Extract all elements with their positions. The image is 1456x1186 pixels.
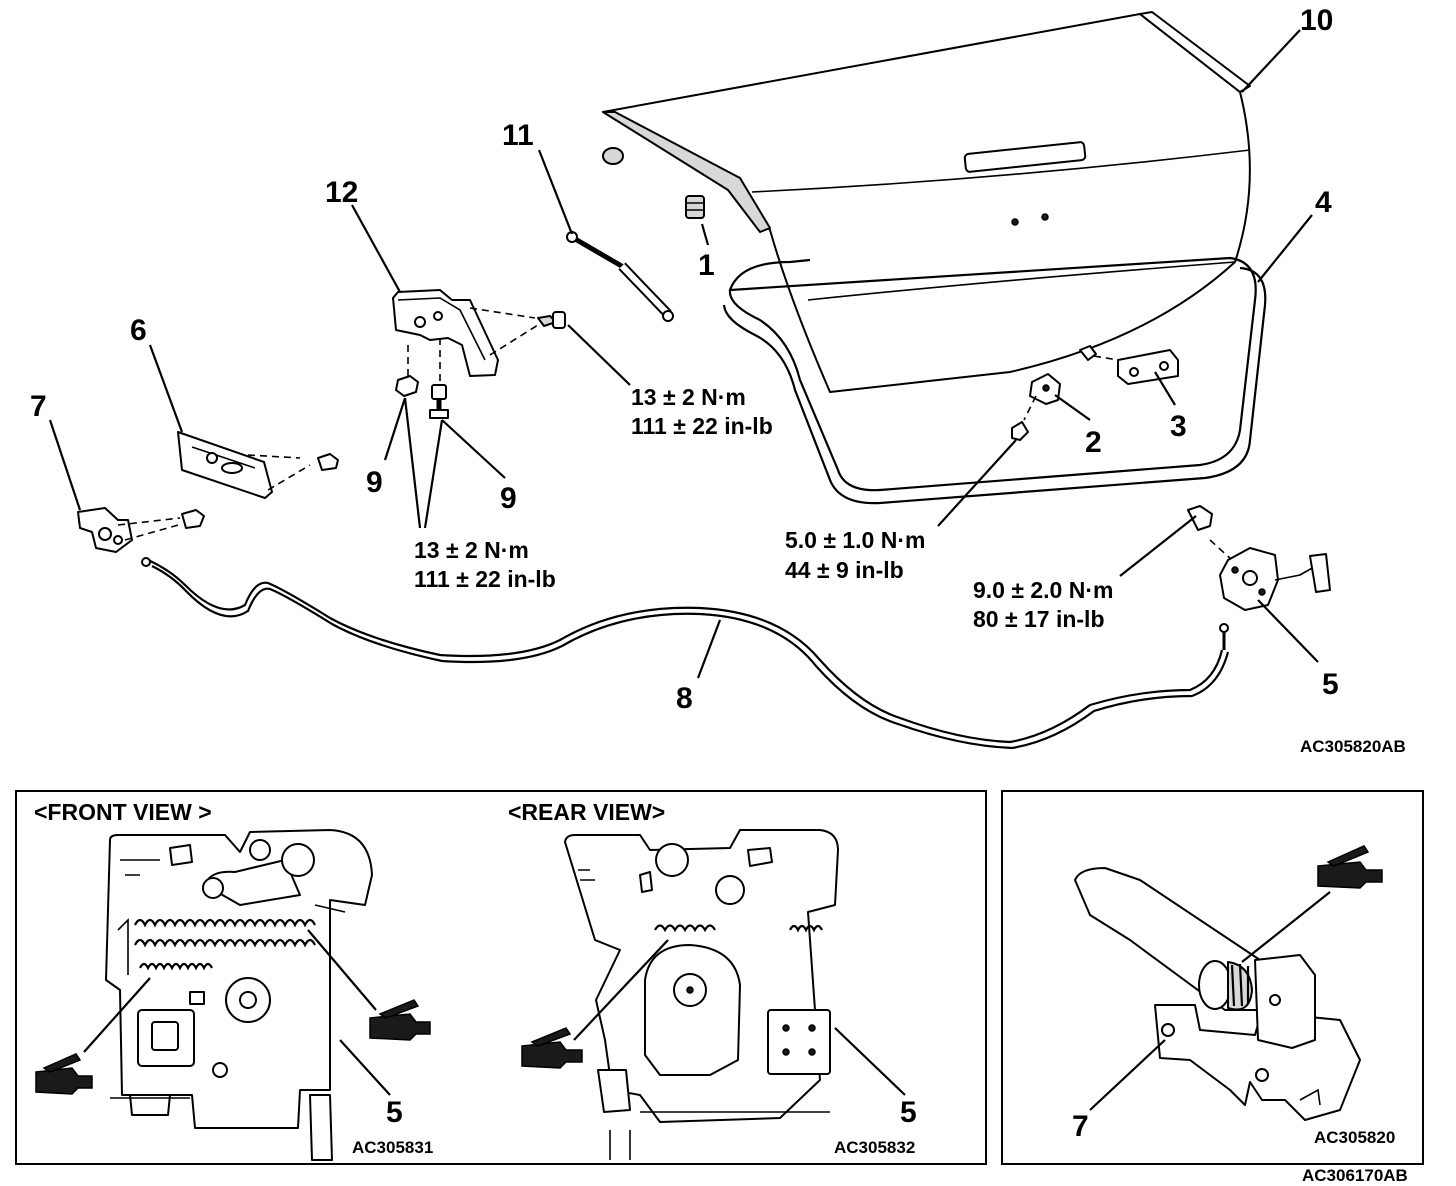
callout-9a: 9 [366,466,383,499]
grease-icon-front-left [35,1053,93,1095]
callout-12: 12 [325,176,358,209]
torque-hinge-bolt-nm: 13 ± 2 N·m [631,384,746,410]
lid-bracket-2 [1011,373,1061,441]
torque-latch-inlb: 80 ± 17 in-lb [973,606,1105,632]
trunk-striker [77,507,205,553]
striker-cover [177,431,339,499]
callout-9b: 9 [500,482,517,515]
hinge-nut-9a [395,375,419,397]
gas-strut [566,231,674,322]
figure-code-main: AC305820AB [1300,737,1406,756]
torque-hinge-bolt-inlb: 111 ± 22 in-lb [631,413,773,439]
figure-code-right-inset: AC305820 [1314,1128,1395,1147]
torque-hinge-nut-inlb: 111 ± 22 in-lb [414,566,556,592]
inset-front-callout-5: 5 [386,1096,403,1129]
figure-code-rear-view: AC305832 [834,1138,915,1157]
callout-3: 3 [1170,410,1187,443]
grease-icon-front-right [369,999,431,1041]
callout-1: 1 [698,249,715,282]
weatherstrip [722,256,1267,505]
callout-8: 8 [676,682,693,715]
hinge-bolt [537,311,566,329]
grease-icon-striker [1317,845,1383,889]
release-cable [141,557,1230,750]
inset-striker-frame [1001,790,1424,1165]
torque-specs: 13 ± 2 N·m 111 ± 22 in-lb 13 ± 2 N·m 111… [414,384,1113,632]
torque-latch-nm: 9.0 ± 2.0 N·m [973,577,1113,603]
figure-code-bottom: AC306170AB [1302,1166,1408,1185]
inset-latch-views-frame [15,790,987,1165]
torque-hinge-nut-nm: 13 ± 2 N·m [414,537,529,563]
grease-icon-rear [521,1027,583,1069]
lid-bracket-3 [1079,345,1179,385]
hinge-bolt-9b [429,384,449,419]
trunk-latch [1187,505,1331,611]
trunk-lid [602,11,1251,393]
torque-striker-nm: 5.0 ± 1.0 N·m [785,527,925,553]
callout-11: 11 [502,119,534,152]
front-view-title: <FRONT VIEW > [34,799,212,825]
callout-10: 10 [1300,4,1333,37]
striker-closeup [1074,867,1361,1121]
callouts: 10 11 12 1 4 6 7 2 3 9 9 5 8 [30,4,1339,715]
rear-view-title: <REAR VIEW> [508,799,665,825]
inset-rear-callout-5: 5 [900,1096,917,1129]
callout-7: 7 [30,390,47,423]
callout-6: 6 [130,314,147,347]
latch-rear-view [564,829,839,1160]
trunk-hinge [392,289,539,385]
callout-2: 2 [1085,426,1102,459]
callout-4: 4 [1315,186,1332,219]
torque-striker-inlb: 44 ± 9 in-lb [785,557,904,583]
callout-5: 5 [1322,668,1339,701]
inset-right-callout-7: 7 [1072,1110,1089,1143]
bumper-rubber [685,195,705,219]
figure-code-front-view: AC305831 [352,1138,433,1157]
leader-lines [48,29,1319,679]
latch-front-view [105,829,373,1161]
